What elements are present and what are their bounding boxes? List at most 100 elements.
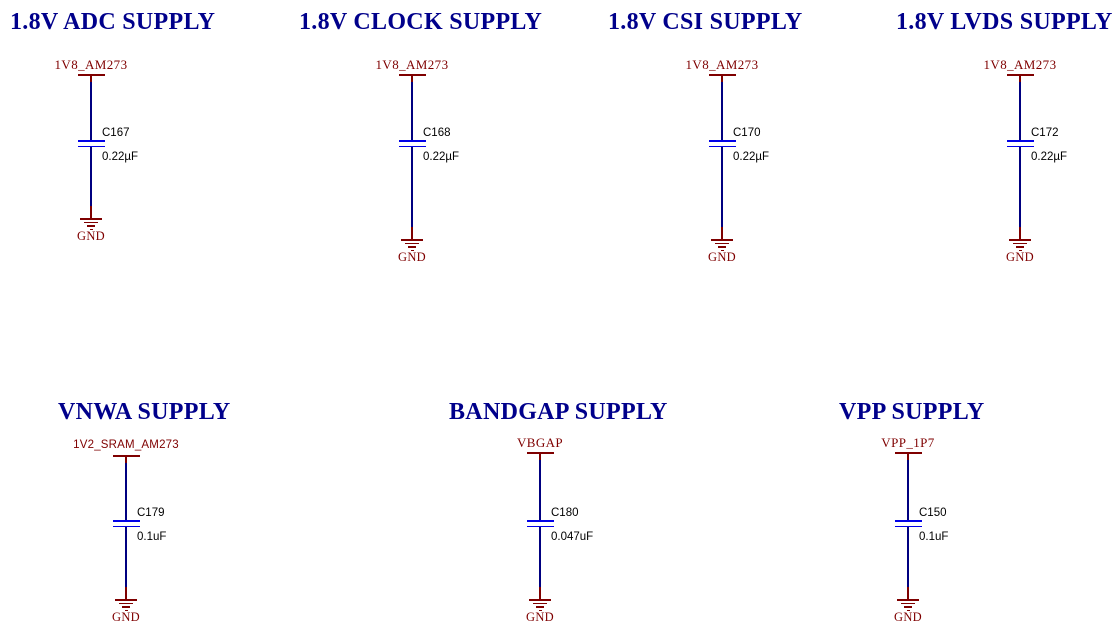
wire-net-to-capacitor	[411, 82, 413, 140]
gnd-symbol-icon	[84, 221, 98, 224]
capacitor-plate-bottom	[895, 525, 922, 528]
gnd-label: GND	[526, 610, 554, 624]
gnd-stub	[90, 206, 92, 219]
section-title: 1.8V CSI SUPPLY	[608, 9, 803, 35]
gnd-stub	[1019, 227, 1021, 240]
wire-capacitor-to-gnd	[1019, 147, 1021, 232]
capacitor-value: 0.1uF	[137, 531, 167, 543]
gnd-symbol-icon	[720, 249, 724, 252]
capacitor-refdes: C179	[137, 507, 165, 519]
gnd-symbol-icon	[119, 602, 133, 605]
wire-net-to-capacitor	[1019, 82, 1021, 140]
wire-capacitor-to-gnd	[125, 527, 127, 592]
gnd-symbol-icon	[1018, 249, 1022, 252]
capacitor-plate-bottom	[709, 145, 736, 148]
power-port-stub	[125, 457, 127, 464]
gnd-symbol-icon	[897, 599, 919, 601]
gnd-stub	[411, 227, 413, 240]
gnd-stub	[907, 587, 909, 600]
gnd-label: GND	[708, 250, 736, 264]
capacitor-value: 0.22µF	[1031, 151, 1068, 163]
gnd-symbol-icon	[715, 242, 729, 245]
capacitor-refdes: C168	[423, 127, 451, 139]
capacitor-plate-bottom	[1007, 145, 1034, 148]
section-title: 1.8V LVDS SUPPLY	[896, 9, 1113, 35]
wire-net-to-capacitor	[90, 82, 92, 140]
gnd-symbol-icon	[718, 246, 726, 248]
gnd-symbol-icon	[538, 609, 542, 612]
net-label: 1V8_AM273	[685, 57, 759, 72]
section-title: VPP SUPPLY	[839, 399, 985, 425]
capacitor-refdes: C150	[919, 507, 947, 519]
capacitor-refdes: C172	[1031, 127, 1059, 139]
wire-capacitor-to-gnd	[411, 147, 413, 232]
capacitor-plate-bottom	[527, 525, 554, 528]
power-port-bar-icon	[113, 455, 140, 457]
power-port-stub	[411, 76, 413, 83]
power-port-stub	[90, 76, 92, 83]
gnd-symbol-icon	[533, 602, 547, 605]
power-port-bar-icon	[78, 74, 105, 76]
gnd-symbol-icon	[529, 599, 551, 601]
gnd-symbol-icon	[1009, 239, 1031, 241]
capacitor-value: 0.1uF	[919, 531, 949, 543]
gnd-label: GND	[112, 610, 140, 624]
net-label: 1V8_AM273	[375, 57, 449, 72]
wire-net-to-capacitor	[125, 463, 127, 520]
gnd-label: GND	[1006, 250, 1034, 264]
capacitor-plate-bottom	[113, 525, 140, 528]
capacitor-plate-top	[399, 140, 426, 142]
capacitor-plate-bottom	[399, 145, 426, 148]
capacitor-plate-top	[1007, 140, 1034, 142]
capacitor-plate-top	[527, 520, 554, 522]
capacitor-refdes: C170	[733, 127, 761, 139]
gnd-symbol-icon	[89, 228, 93, 231]
gnd-symbol-icon	[124, 609, 128, 612]
gnd-stub	[721, 227, 723, 240]
gnd-label: GND	[894, 610, 922, 624]
section-title: BANDGAP SUPPLY	[449, 399, 668, 425]
gnd-stub	[125, 587, 127, 600]
gnd-symbol-icon	[1013, 242, 1027, 245]
gnd-symbol-icon	[115, 599, 137, 601]
gnd-symbol-icon	[80, 218, 102, 220]
section-title: VNWA SUPPLY	[58, 399, 231, 425]
gnd-label: GND	[77, 229, 105, 243]
capacitor-value: 0.047uF	[551, 531, 594, 543]
wire-capacitor-to-gnd	[90, 147, 92, 211]
power-port-bar-icon	[399, 74, 426, 76]
capacitor-value: 0.22µF	[733, 151, 770, 163]
capacitor-plate-top	[78, 140, 105, 142]
gnd-symbol-icon	[405, 242, 419, 245]
net-label: VBGAP	[516, 435, 564, 450]
net-label: VPP_1P7	[881, 435, 935, 450]
power-port-stub	[721, 76, 723, 83]
wire-net-to-capacitor	[539, 460, 541, 520]
capacitor-plate-top	[113, 520, 140, 522]
gnd-symbol-icon	[901, 602, 915, 605]
wire-net-to-capacitor	[907, 460, 909, 520]
section-title: 1.8V ADC SUPPLY	[10, 9, 216, 35]
capacitor-plate-top	[895, 520, 922, 522]
gnd-symbol-icon	[410, 249, 414, 252]
capacitor-plate-bottom	[78, 145, 105, 148]
net-label: 1V8_AM273	[54, 57, 128, 72]
wire-capacitor-to-gnd	[721, 147, 723, 232]
gnd-symbol-icon	[904, 606, 912, 608]
power-port-bar-icon	[709, 74, 736, 76]
gnd-symbol-icon	[122, 606, 130, 608]
wire-capacitor-to-gnd	[539, 527, 541, 592]
net-label: 1V2_SRAM_AM273	[73, 439, 179, 451]
wire-net-to-capacitor	[721, 82, 723, 140]
capacitor-refdes: C167	[102, 127, 130, 139]
power-port-stub	[539, 454, 541, 461]
capacitor-value: 0.22µF	[423, 151, 460, 163]
power-port-stub	[907, 454, 909, 461]
capacitor-refdes: C180	[551, 507, 579, 519]
capacitor-value: 0.22µF	[102, 151, 139, 163]
